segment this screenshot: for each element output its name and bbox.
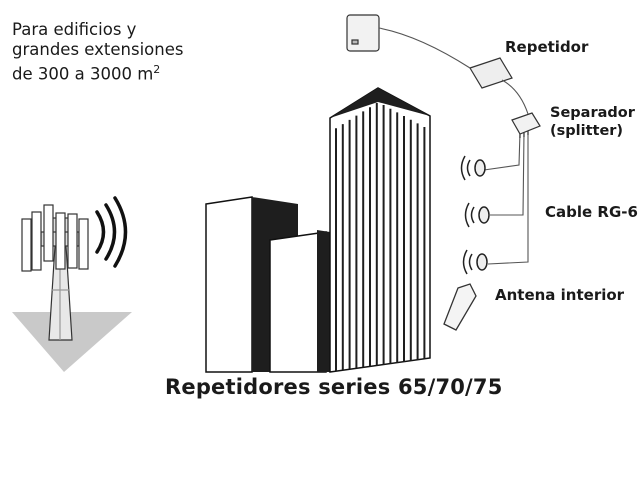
intro-line-3: de 300 a 3000 m2 — [12, 60, 183, 85]
intro-line-2: grandes extensiones — [12, 40, 184, 59]
label-separador-name: Separador — [550, 105, 635, 121]
cell-tower-icon — [21, 204, 89, 341]
repeater-icon — [346, 14, 513, 89]
splitter-icon — [511, 112, 541, 138]
signal-waves-icon — [95, 196, 128, 268]
outdoor-antenna-icon — [443, 283, 477, 331]
ground-triangle — [12, 312, 132, 372]
label-cable: Cable RG-6 — [545, 203, 638, 221]
label-splitter: (splitter) — [550, 123, 624, 139]
intro-text: Para edificios y grandes extensiones de … — [12, 20, 183, 85]
caption: Repetidores series 65/70/75 — [165, 375, 503, 399]
intro-line-3-superscript: 2 — [153, 63, 161, 76]
intro-line-3-text: de 300 a 3000 m — [12, 64, 154, 84]
label-repetidor: Repetidor — [505, 38, 589, 56]
intro-line-1: Para edificios y — [12, 20, 137, 39]
indoor-antenna-icon — [460, 155, 490, 275]
buildings-icon — [205, 87, 431, 373]
cable-lines — [378, 27, 529, 265]
label-separador: Separador (splitter) — [550, 104, 635, 140]
label-antena: Antena interior — [495, 286, 625, 304]
